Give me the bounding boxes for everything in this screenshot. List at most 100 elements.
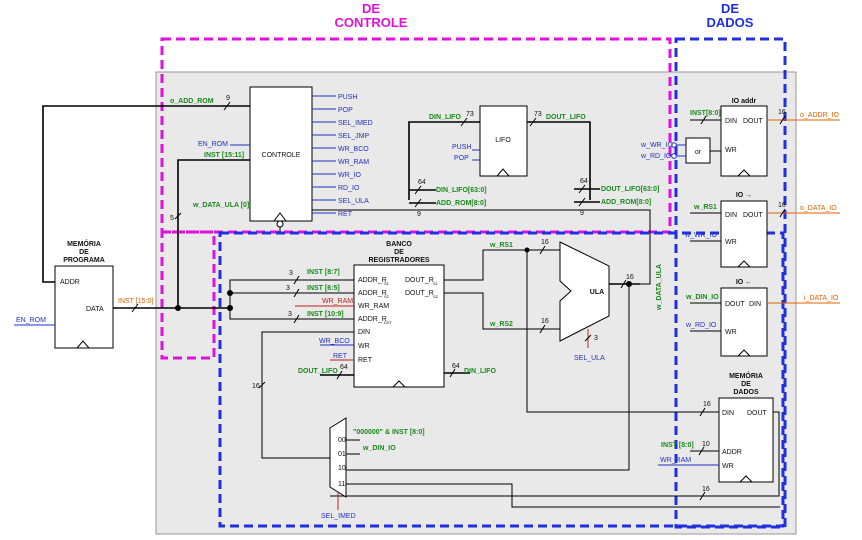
svg-text:or: or [695,149,702,156]
or-w-rd-io-label: w_RD_IO [640,153,672,160]
lifo-block [479,105,528,177]
rb-wr-bco-label: WR_BCO [319,338,350,345]
data-memory-title-1: MEMÓRIA [729,371,763,380]
svg-text:16: 16 [541,318,549,325]
svg-text:3: 3 [288,311,292,318]
ula-block [559,241,610,342]
or-w-wr-io-label: w_WR_IO [640,142,673,149]
svg-text:DIN: DIN [749,301,761,308]
din-lifo-63-label: DIN_LIFO[63:0] [436,187,487,194]
o-data-io-label: o_DATA_IO [800,205,837,212]
svg-text:DOUT_R: DOUT_R [405,277,434,284]
io-in-title: IO ← [736,279,752,286]
svg-text:ADDR_R: ADDR_R [358,290,387,297]
controle-title: CONTROLE [262,152,301,159]
svg-text:5: 5 [170,215,174,222]
svg-text:9: 9 [580,210,584,217]
control-out-rd-io: RD_IO [338,185,360,192]
o-addr-io-label: o_ADDR_IO [800,112,839,119]
program-memory-addr-port: ADDR [60,279,80,286]
control-region-ext [160,230,216,360]
io-in-block [720,287,768,357]
svg-text:DOUT: DOUT [743,118,764,125]
inst-10-9-label: INST [10:9] [307,311,344,318]
register-bank-title-2: DE [394,249,404,256]
data-memory-block [718,397,774,483]
inst-15-11-label: INST [15:11] [204,152,244,159]
program-memory-title-2: DE [79,249,89,256]
add-rom-8-label: ADD_ROM[8:0] [436,200,486,207]
controle-block [249,86,313,222]
or-gate [685,137,711,164]
svg-text:DIN: DIN [725,212,737,219]
svg-text:ADDR_R: ADDR_R [358,316,387,323]
control-out-ret: RET [338,211,353,218]
io-out-clock-icon [737,260,751,268]
control-out-wr-bco: WR_BCO [338,146,369,153]
control-header-2: CONTROLE [335,15,408,30]
svg-text:DST: DST [384,320,393,325]
svg-text:S2: S2 [384,294,390,299]
dout-lifo-63-label: DOUT_LIFO[63:0] [601,186,659,193]
svg-text:16: 16 [778,109,786,116]
control-out-sel-imed: SEL_IMED [338,120,373,127]
svg-text:DIN: DIN [358,329,370,336]
inst-8-7-label: INST [8:7] [307,269,340,276]
rb-wr-ram-label: WR_RAM [322,298,353,305]
svg-text:10: 10 [702,441,710,448]
inst-6-5-label: INST [6:5] [307,285,340,292]
mux-imm-label: "000000" & INST [8:0] [353,429,425,436]
svg-text:3: 3 [289,270,293,277]
data-memory-title-3: DADOS [733,389,759,396]
svg-text:11: 11 [338,481,345,488]
svg-text:10: 10 [338,465,346,472]
svg-text:16: 16 [626,274,634,281]
svg-text:3: 3 [286,285,290,292]
lifo-clock-icon [496,168,510,177]
svg-text:ADDR_R: ADDR_R [358,277,387,284]
io-out-rs1-label: w_RS1 [693,204,717,211]
w-data-ula-0-label: w_DATA_ULA [0] [192,202,249,209]
data-memory-inst-label: INST [8:0] [661,442,694,449]
o-add-rom-label: o_ADD_ROM [170,98,214,105]
io-addr-clock-icon [737,169,751,177]
svg-text:WR_RAM: WR_RAM [358,303,389,310]
data-region-main [218,231,785,528]
control-out-wr-ram: WR_RAM [338,159,369,166]
svg-text:3: 3 [594,335,598,342]
control-out-wr-io: WR_IO [338,172,362,179]
svg-text:DOUT: DOUT [747,410,768,417]
program-memory-block [54,265,114,349]
rb-ret-label: RET [333,353,348,360]
svg-text:WR: WR [358,343,370,350]
svg-text:73: 73 [534,111,542,118]
io-out-wr-io-label: w_WR_IO [684,232,717,239]
svg-text:DIN: DIN [725,118,737,125]
sel-imed-label: SEL_IMED [321,513,356,520]
rb-din-lifo-label: DIN_LIFO [464,368,496,375]
data-memory-wr-ram-label: WR_RAM [660,457,691,464]
svg-text:S2: S2 [433,294,439,299]
svg-text:16: 16 [541,239,549,246]
mux-block [329,417,347,498]
add-rom-8-out-label: ADD_ROM[8:0] [601,199,651,206]
din-lifo-label: DIN_LIFO [429,114,461,121]
w-data-ula-label: w_DATA_ULA [656,264,663,311]
io-out-title: IO → [736,192,752,199]
data-header-1: DE [721,1,739,16]
svg-text:RET: RET [358,357,373,364]
io-addr-inst-label: INST[8:0] [690,110,721,117]
en-rom-input-label: EN_ROM [16,317,46,324]
program-memory-title-1: MEMÓRIA [67,239,101,248]
lifo-title: LIFO [495,137,511,144]
svg-text:73: 73 [466,111,474,118]
svg-text:64: 64 [418,179,426,186]
svg-text:DOUT: DOUT [743,212,764,219]
control-outputs: PUSH POP SEL_IMED SEL_JMP WR_BCO WR_RAM … [312,94,373,218]
control-out-sel-jmp: SEL_JMP [338,133,369,140]
i-data-io-label: i_DATA_IO [804,295,839,302]
w-rs1-label: w_RS1 [489,242,513,249]
register-bank-title-1: BANCO [386,241,412,248]
lifo-push-label: PUSH [452,144,471,151]
svg-text:ADDR: ADDR [722,449,742,456]
